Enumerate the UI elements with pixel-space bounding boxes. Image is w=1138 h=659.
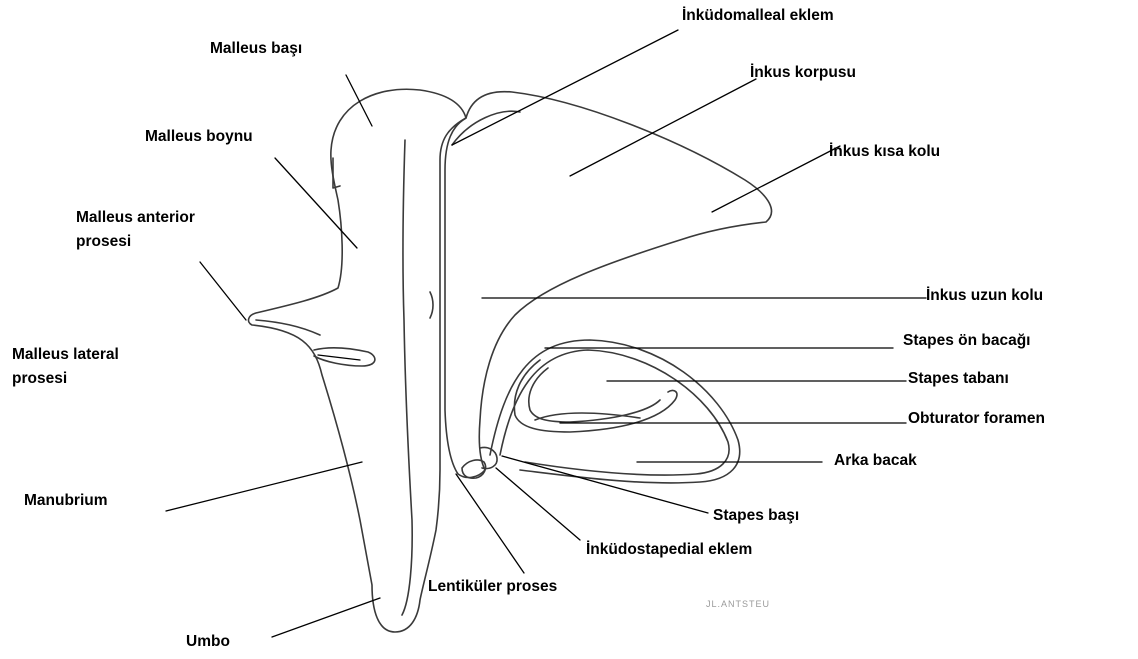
label-inkudostapedial-eklem: İnküdostapedial eklem (586, 539, 752, 560)
label-obturator-foramen: Obturator foramen (908, 408, 1045, 429)
malleus-outline (249, 89, 466, 632)
leader-malleus-anterior (200, 262, 246, 320)
label-inkus-kisa-kolu: İnkus kısa kolu (829, 141, 940, 162)
leader-malleus-boynu (275, 158, 357, 248)
leader-malleus-lateral (318, 355, 360, 360)
label-stapes-on-bacagi: Stapes ön bacağı (903, 330, 1030, 351)
label-malleus-anterior-line2: prosesi (76, 231, 131, 252)
label-inkus-uzun-kolu: İnkus uzun kolu (926, 285, 1043, 306)
label-malleus-lateral-line1: Malleus lateral (12, 344, 119, 365)
leader-inkus-korpusu (570, 79, 756, 176)
label-inkudomalleal-eklem: İnküdomalleal eklem (682, 5, 834, 26)
leader-lentikuler (456, 474, 524, 573)
leader-stapes-basi (502, 456, 708, 513)
leader-umbo (272, 598, 380, 637)
author-signature: JL.ANTSTEU (706, 599, 770, 609)
incus-outline (445, 92, 771, 478)
label-malleus-anterior-line1: Malleus anterior (76, 207, 195, 228)
leader-inkus-kisa-kolu (712, 146, 840, 212)
stapes-anterior-crus (514, 360, 676, 432)
label-lentikuler-proses: Lentiküler proses (428, 576, 557, 597)
label-manubrium: Manubrium (24, 490, 108, 511)
malleus-lateral-bump (314, 348, 375, 366)
stapes-obturator-arc (535, 413, 640, 420)
label-stapes-tabani: Stapes tabanı (908, 368, 1009, 389)
label-malleus-lateral-line2: prosesi (12, 368, 67, 389)
stapes-footplate-inner (500, 350, 729, 475)
label-umbo: Umbo (186, 631, 230, 652)
malleus-joint-mark (430, 292, 433, 318)
leader-malleus-basi (346, 75, 372, 126)
leader-inkudomalleal (452, 30, 678, 145)
leader-inkudostapedial (496, 468, 580, 540)
leader-manubrium (166, 462, 362, 511)
label-malleus-basi: Malleus başı (210, 38, 302, 59)
malleus-shaft-line (402, 140, 412, 615)
label-stapes-basi: Stapes başı (713, 505, 799, 526)
label-malleus-boynu: Malleus boynu (145, 126, 253, 147)
label-inkus-korpusu: İnkus korpusu (750, 62, 856, 83)
label-arka-bacak: Arka bacak (834, 450, 917, 471)
